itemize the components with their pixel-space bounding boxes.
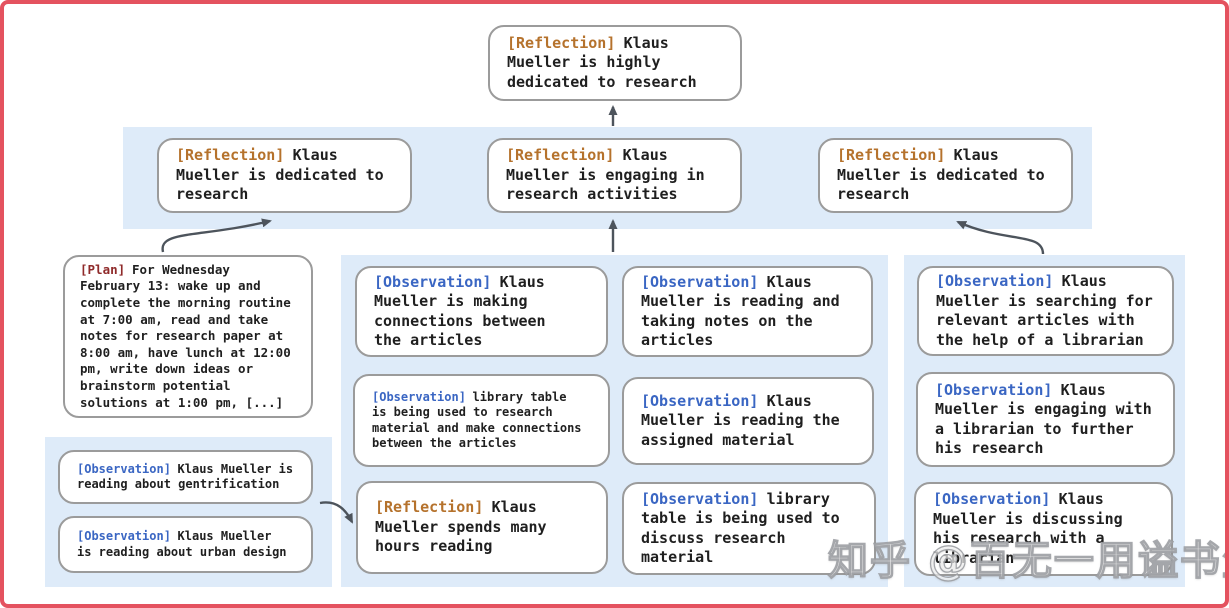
- node-reflection-hours-reading: [Reflection]Klaus Mueller spends many ho…: [356, 481, 608, 574]
- reflection-tag: [Reflection]: [506, 146, 615, 165]
- node-text: Klaus Mueller is dedicated to research: [837, 146, 1045, 204]
- node-text: Klaus Mueller is dedicated to research: [176, 146, 384, 204]
- observation-tag: [Observation]: [372, 389, 466, 404]
- observation-tag: [Observation]: [936, 272, 1054, 290]
- node-reflection-1: [Reflection]Klaus Mueller is dedicated t…: [157, 138, 412, 213]
- observation-tag: [Observation]: [641, 272, 759, 291]
- node-observation-librarian-discuss: [Observation]Klaus Mueller is discussing…: [914, 482, 1173, 576]
- reflection-tag: [Reflection]: [176, 146, 285, 165]
- node-reflection-3: [Reflection]Klaus Mueller is dedicated t…: [818, 138, 1073, 213]
- observation-tag: [Observation]: [935, 380, 1053, 399]
- node-observation-librarian-engage: [Observation]Klaus Mueller is engaging w…: [916, 372, 1175, 467]
- node-observation-notes: [Observation]Klaus Mueller is reading an…: [622, 266, 873, 357]
- node-text: Klaus Mueller is reading the assigned ma…: [641, 391, 840, 449]
- reflection-tag: [Reflection]: [375, 498, 484, 517]
- reflection-tag: [Reflection]: [507, 33, 616, 52]
- node-text: Klaus Mueller is highly dedicated to res…: [507, 33, 697, 91]
- observation-tag: [Observation]: [933, 490, 1051, 508]
- plan-tag: [Plan]: [80, 261, 126, 277]
- node-text: Klaus Mueller is engaging in research ac…: [506, 146, 705, 204]
- observation-tag: [Observation]: [374, 272, 492, 291]
- node-text: Klaus Mueller is reading about urban des…: [77, 529, 287, 559]
- observation-tag: [Observation]: [641, 489, 759, 508]
- node-text: Klaus Mueller is discussing his research…: [933, 490, 1123, 567]
- observation-tag: [Observation]: [77, 529, 171, 543]
- watermark-zhihu: 知乎 @百无一用谥书生: [827, 537, 1229, 584]
- node-text: library table is being used to discuss r…: [641, 489, 840, 567]
- node-observation-gentrification: [Observation]Klaus Mueller is reading ab…: [58, 450, 313, 504]
- node-observation-librarian-search: [Observation]Klaus Mueller is searching …: [917, 266, 1174, 356]
- node-observation-connections: [Observation]Klaus Mueller is making con…: [355, 266, 608, 357]
- node-text: Klaus Mueller is reading and taking note…: [641, 272, 840, 350]
- node-plan: [Plan]For Wednesday February 13: wake up…: [63, 255, 313, 418]
- node-reflection-top: [Reflection]Klaus Mueller is highly dedi…: [488, 25, 742, 101]
- node-text: Klaus Mueller is searching for relevant …: [936, 272, 1153, 349]
- reflection-tag: [Reflection]: [837, 146, 946, 165]
- observation-tag: [Observation]: [77, 461, 171, 476]
- node-text: Klaus Mueller is reading about gentrific…: [77, 461, 294, 492]
- node-text: Klaus Mueller is engaging with a librari…: [935, 380, 1152, 458]
- node-observation-assigned-material: [Observation]Klaus Mueller is reading th…: [622, 377, 874, 465]
- node-text: For Wednesday February 13: wake up and c…: [80, 261, 291, 410]
- node-reflection-2: [Reflection]Klaus Mueller is engaging in…: [487, 138, 742, 213]
- node-text: Klaus Mueller spends many hours reading: [375, 498, 547, 556]
- node-observation-library-research: [Observation]library table is being used…: [353, 374, 610, 467]
- node-observation-urban-design: [Observation]Klaus Mueller is reading ab…: [58, 516, 313, 573]
- node-text: Klaus Mueller is making connections betw…: [374, 272, 546, 350]
- node-observation-library-discuss: [Observation]library table is being used…: [622, 482, 876, 575]
- node-text: library table is being used to research …: [372, 389, 582, 451]
- observation-tag: [Observation]: [641, 391, 759, 410]
